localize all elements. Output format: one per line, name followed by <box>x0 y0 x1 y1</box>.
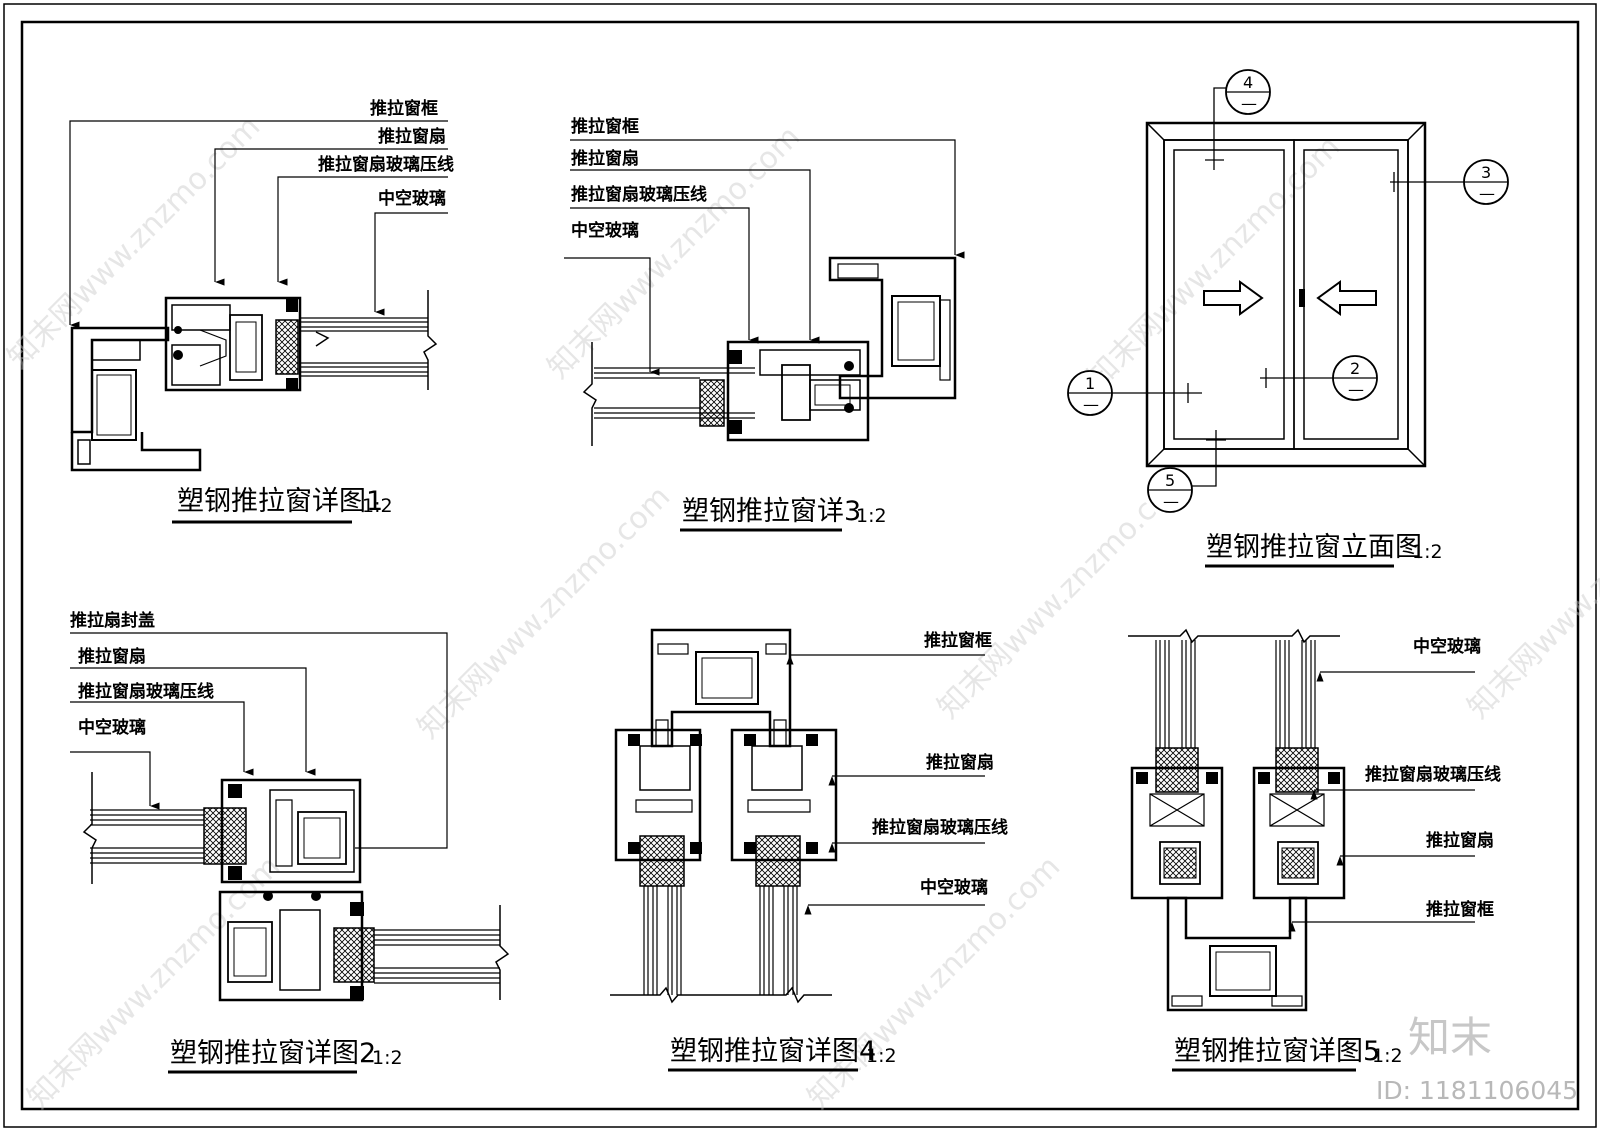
scale-detail-3: 1:2 <box>856 505 887 527</box>
label-sash: 推拉窗扇 <box>1426 830 1494 851</box>
scale-detail-2: 1:2 <box>372 1047 403 1069</box>
watermark-text: 知末网www.znzmo.com <box>411 479 677 745</box>
callout-2: 2 <box>1350 359 1360 378</box>
label-glass: 中空玻璃 <box>920 877 988 898</box>
callout-4: 4 <box>1243 73 1253 92</box>
watermarks: 知末网www.znzmo.com 知末网www.znzmo.com 知末网www… <box>1 109 1600 1115</box>
scale-detail-4: 1:2 <box>866 1045 897 1067</box>
detail-1: 推拉窗框 推拉窗扇 推拉窗扇玻璃压线 中空玻璃 塑钢推拉窗详图 <box>69 98 454 524</box>
detail-3: 推拉窗框 推拉窗扇 推拉窗扇玻璃压线 中空玻璃 塑钢推拉窗详3 1:2 <box>564 116 965 532</box>
label-frame: 推拉窗框 <box>924 630 992 651</box>
label-cap: 推拉扇封盖 <box>70 610 155 631</box>
scale-detail-5: 1:2 <box>1372 1045 1403 1067</box>
label-bead: 推拉窗扇玻璃压线 <box>318 154 454 175</box>
detail-2: 推拉扇封盖 推拉窗扇 推拉窗扇玻璃压线 中空玻璃 <box>70 610 510 1074</box>
image-id: ID: 1181106045 <box>1376 1076 1578 1105</box>
label-bead: 推拉窗扇玻璃压线 <box>872 817 1008 838</box>
label-glass: 中空玻璃 <box>571 220 639 241</box>
label-frame: 推拉窗框 <box>370 98 438 119</box>
label-sash: 推拉窗扇 <box>926 752 994 773</box>
title-detail-1: 塑钢推拉窗详图1 <box>177 486 383 517</box>
brand-watermark: 知末 <box>1408 1013 1492 1062</box>
label-glass: 中空玻璃 <box>1413 636 1481 657</box>
elevation: 4 — 3 — 1 — 2 — 5 — 塑钢推拉窗立面图 1:2 <box>1067 69 1509 568</box>
label-sash: 推拉窗扇 <box>78 646 146 667</box>
title-detail-5: 塑钢推拉窗详图5 <box>1174 1036 1380 1067</box>
detail-5: 中空玻璃 推拉窗扇玻璃压线 推拉窗扇 推拉窗框 <box>1128 628 1501 1072</box>
callout-2-sub: — <box>1348 380 1364 399</box>
callout-3-sub: — <box>1479 184 1495 203</box>
callout-5-sub: — <box>1163 492 1179 511</box>
label-bead: 推拉窗扇玻璃压线 <box>78 681 214 702</box>
label-bead: 推拉窗扇玻璃压线 <box>571 184 707 205</box>
title-elevation: 塑钢推拉窗立面图 <box>1206 532 1422 563</box>
title-detail-3: 塑钢推拉窗详3 <box>682 496 861 527</box>
callout-4-sub: — <box>1241 94 1257 113</box>
scale-elevation: 1:2 <box>1412 541 1443 563</box>
detail-4: 推拉窗框 推拉窗扇 推拉窗扇玻璃压线 中空玻璃 <box>610 628 1008 1072</box>
callout-3: 3 <box>1481 163 1491 182</box>
label-bead: 推拉窗扇玻璃压线 <box>1365 764 1501 785</box>
outer-border <box>3 3 1597 1128</box>
label-glass: 中空玻璃 <box>378 188 446 209</box>
title-detail-2: 塑钢推拉窗详图2 <box>170 1038 376 1069</box>
callout-1-sub: — <box>1083 395 1099 414</box>
label-sash: 推拉窗扇 <box>571 148 639 169</box>
callout-5: 5 <box>1165 471 1175 490</box>
callout-1: 1 <box>1085 374 1095 393</box>
label-glass: 中空玻璃 <box>78 717 146 738</box>
scale-detail-1: 1:2 <box>362 495 393 517</box>
title-detail-4: 塑钢推拉窗详图4 <box>670 1036 876 1067</box>
inner-border <box>20 20 1580 1111</box>
label-frame: 推拉窗框 <box>571 116 639 137</box>
label-sash: 推拉窗扇 <box>378 126 446 147</box>
label-frame: 推拉窗框 <box>1426 899 1494 920</box>
